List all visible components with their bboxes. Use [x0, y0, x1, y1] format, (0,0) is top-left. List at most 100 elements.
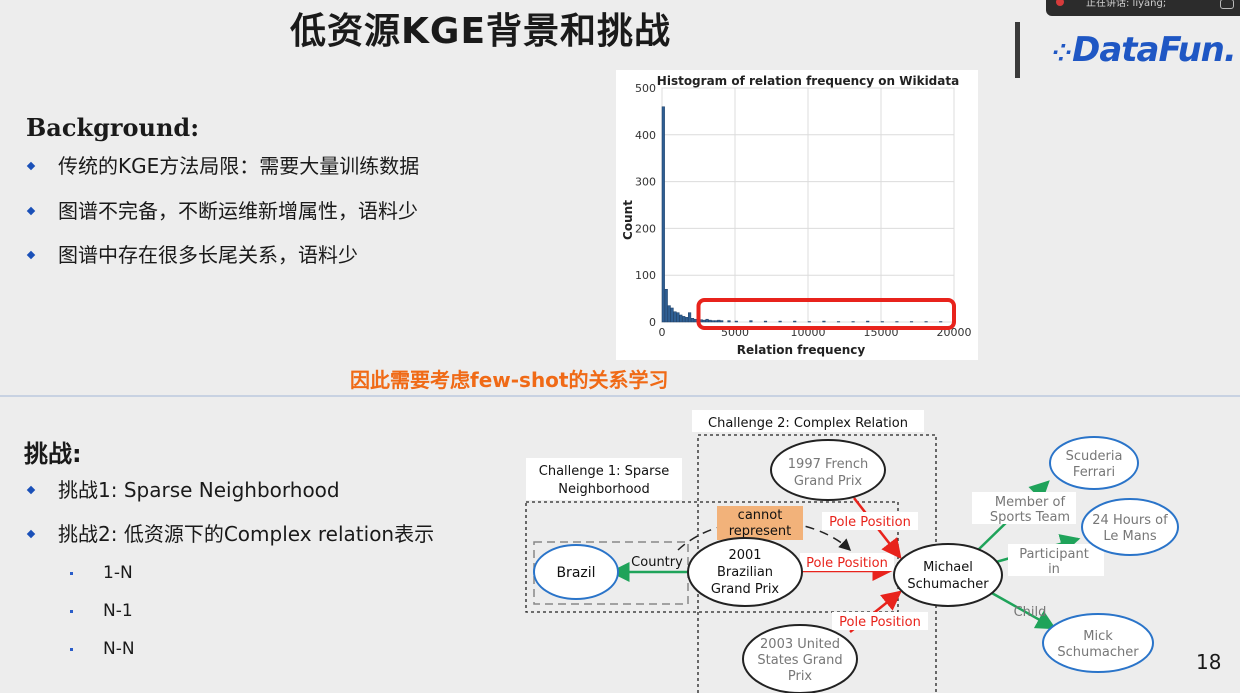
sub-item-text: 1-N: [103, 563, 133, 583]
node-2001-gp: [687, 537, 803, 607]
histogram-bar: [793, 320, 797, 323]
histogram-bar: [664, 288, 668, 323]
edge-pole-1997-label: Pole Position: [829, 515, 911, 530]
node-1997-gp: [770, 439, 886, 501]
y-tick-label: 400: [635, 129, 656, 142]
edge-country-label: Country: [631, 555, 683, 570]
edge-child: [989, 590, 1057, 630]
challenge-bullet: 挑战1: Sparse Neighborhood: [24, 474, 340, 503]
bullet-text: 传统的KGE方法局限：需要大量训练数据: [58, 154, 420, 178]
challenge-bullet: 挑战2: 低资源下的Complex relation表示: [24, 518, 434, 547]
histogram-bar: [688, 312, 692, 323]
background-heading: Background:: [26, 113, 200, 142]
edge-label-bg: [1008, 544, 1104, 576]
conclusion-text: 因此需要考虑few-shot的关系学习: [350, 368, 669, 392]
background-bullet: 传统的KGE方法局限：需要大量训练数据: [24, 150, 419, 179]
y-tick-label: 0: [649, 316, 656, 329]
bullet-icon: [26, 250, 36, 259]
histogram-bar: [763, 320, 768, 323]
bullet-text: 图谱不完备，不断运维新增属性，语料少: [58, 199, 418, 223]
node-brazil-label: Brazil: [556, 565, 595, 581]
bullet-text: 挑战1: Sparse Neighborhood: [58, 478, 340, 502]
edge-label-bg: [800, 553, 894, 571]
histogram-chart: Histogram of relation frequency on Wikid…: [616, 70, 978, 360]
edge-pole-2003-label: Pole Position: [839, 615, 921, 630]
histogram-bar: [670, 307, 674, 323]
histogram-bar: [685, 317, 689, 323]
histogram-bar: [939, 321, 943, 323]
y-tick-label: 200: [635, 222, 656, 235]
sub-bullet-icon: [70, 647, 73, 651]
logo-text: DataFun.: [1072, 30, 1237, 70]
histogram-bar: [661, 106, 665, 323]
node-2003-gp: [742, 624, 858, 693]
node-mick: [1042, 613, 1154, 673]
bullet-icon: [26, 485, 36, 494]
bullet-icon: [26, 529, 36, 538]
edge-label-bg: [822, 512, 918, 530]
histogram-bar: [778, 320, 782, 323]
sub-item: N-N: [70, 639, 135, 659]
sub-item-text: N-1: [103, 601, 133, 621]
challenges-heading: 挑战:: [24, 440, 82, 468]
histogram-bar: [711, 320, 715, 323]
histogram-bar: [667, 305, 671, 323]
datafun-logo: ⁘DataFun.: [1052, 30, 1237, 70]
y-tick-label: 500: [635, 82, 656, 95]
histogram-bar: [676, 312, 680, 323]
node-ferrari: [1049, 436, 1139, 490]
bullet-text: 图谱中存在很多长尾关系，语料少: [58, 243, 358, 267]
chart-bars: [661, 106, 943, 323]
histogram-bar: [679, 314, 683, 323]
histogram-bar: [924, 321, 928, 323]
histogram-bar: [836, 321, 841, 323]
histogram-bar: [734, 320, 738, 323]
chart-title: Histogram of relation frequency on Wikid…: [657, 74, 959, 88]
histogram-bar: [822, 320, 826, 323]
chart-xlabel: Relation frequency: [737, 343, 866, 357]
edge-label-bg: [972, 492, 1076, 524]
edge-label-bg: [832, 612, 928, 630]
node-lemans: [1081, 498, 1179, 556]
background-bullet: 图谱中存在很多长尾关系，语料少: [24, 239, 358, 268]
section-divider: [0, 395, 1240, 397]
histogram-bar: [714, 320, 718, 323]
bullet-text: 挑战2: 低资源下的Complex relation表示: [58, 522, 435, 546]
page-number: 18: [1196, 650, 1222, 674]
histogram-bar: [749, 320, 753, 323]
kg-diagram: Challenge 2: Complex Relation Challenge …: [525, 410, 1179, 693]
histogram-bar: [807, 321, 811, 323]
histogram-bar: [866, 320, 870, 323]
logo-divider: [1015, 22, 1020, 78]
histogram-bar: [717, 319, 721, 323]
camera-icon[interactable]: [1220, 0, 1234, 9]
challenge2-label-bg: [692, 410, 924, 432]
edge-child-label: Child: [1014, 605, 1047, 620]
recording-icon: [1056, 0, 1064, 6]
cannot-represent-box: [717, 506, 803, 540]
histogram-bar: [693, 318, 697, 323]
histogram-bar: [708, 319, 712, 323]
node-brazil: [533, 544, 619, 600]
challenge2-label: Challenge 2: Complex Relation: [708, 416, 908, 431]
sub-bullet-icon: [70, 571, 73, 575]
y-tick-label: 300: [635, 176, 656, 189]
histogram-bar: [673, 311, 677, 323]
speaker-indicator: 正在讲话: liyang;: [1046, 0, 1240, 16]
sub-bullet-icon: [70, 609, 73, 613]
histogram-bar: [705, 318, 709, 323]
histogram-bar: [895, 321, 899, 323]
sub-item: 1-N: [70, 563, 133, 583]
highlight-box: [696, 298, 956, 330]
y-tick-label: 100: [635, 269, 656, 282]
